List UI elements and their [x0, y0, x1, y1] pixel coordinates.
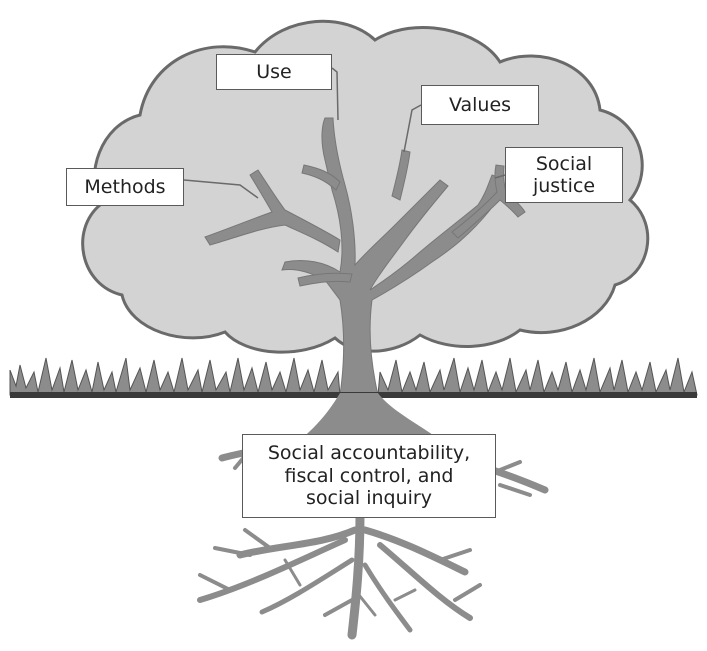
leader-methods [183, 179, 259, 199]
branch-methods [204, 169, 341, 253]
tree-branches [204, 117, 526, 396]
label-social-justice: Social justice [505, 147, 623, 203]
label-social-justice-line1: Social [535, 152, 593, 175]
label-methods: Methods [66, 168, 184, 206]
branch-lower [297, 272, 353, 287]
label-roots-line2: fiscal control, and [284, 464, 454, 487]
label-methods-text: Methods [84, 175, 166, 198]
grass [9, 357, 698, 396]
label-values: Values [421, 85, 539, 125]
trunk-base [300, 393, 440, 440]
leader-use [331, 67, 339, 121]
label-roots: Social accountability, fiscal control, a… [242, 434, 496, 518]
label-values-text: Values [448, 93, 512, 116]
label-social-justice-line2: justice [532, 175, 596, 197]
leader-social-justice [494, 174, 506, 179]
label-use: Use [216, 54, 332, 90]
leader-values [403, 104, 422, 153]
branch-use-left [301, 164, 341, 191]
branch-values [391, 149, 411, 201]
label-use-text: Use [256, 60, 292, 83]
leader-lines [183, 67, 506, 199]
label-roots-line1: Social accountability, [267, 442, 471, 465]
label-roots-line3: social inquiry [306, 487, 432, 510]
